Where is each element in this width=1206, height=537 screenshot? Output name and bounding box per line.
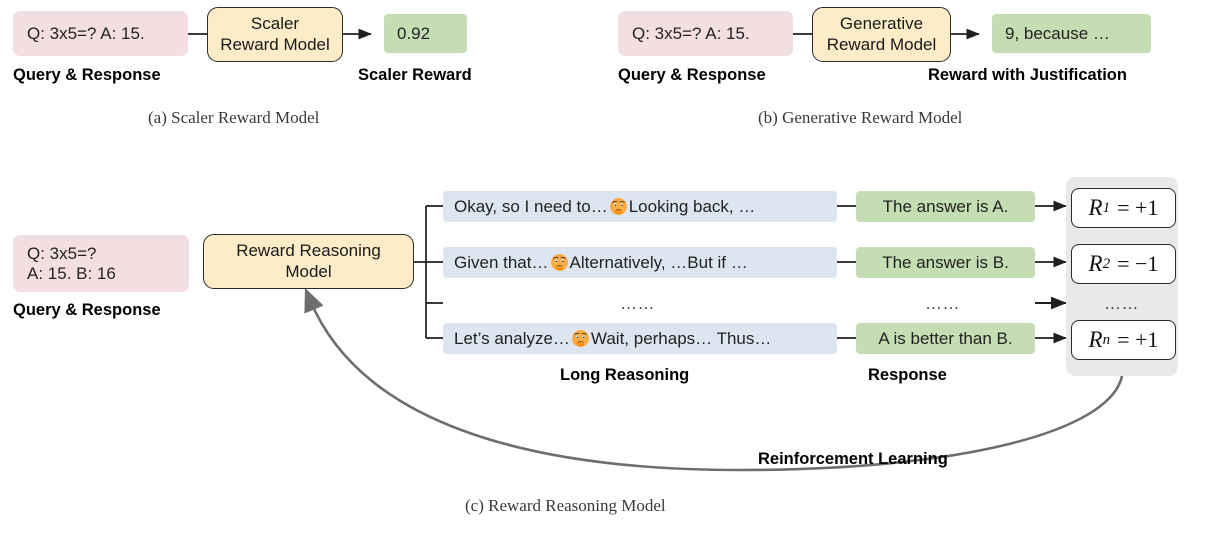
reasoning-3-pre: Let’s analyze… [454,328,570,348]
panel-a-output-text: 0.92 [397,23,431,43]
reward-1-value: = +1 [1117,195,1159,220]
panel-c-input-line1: Q: 3x5=? [27,243,97,263]
panel-c-model-line1: Reward Reasoning [236,241,381,261]
panel-c-input-label: Query & Response [13,301,161,319]
reasoning-box-2: Given that… Alternatively, …But if … [443,247,837,278]
reasoning-box-3: Let’s analyze… Wait, perhaps… Thus… [443,323,837,354]
thinking-face-icon [571,329,590,348]
panel-b-input-box: Q: 3x5=? A: 15. [618,11,793,56]
reinforcement-learning-label: Reinforcement Learning [758,450,948,468]
panel-b-output-text: 9, because … [1005,23,1110,43]
reward-ellipsis: …… [1104,294,1139,313]
reasoning-3-post: Wait, perhaps… Thus… [590,328,772,348]
reasoning-1-pre: Okay, so I need to… [454,196,608,216]
reward-2-symbol: R [1088,251,1103,276]
reward-3-value: = +1 [1117,327,1159,352]
response-box-2: The answer is B. [856,247,1035,278]
reward-3-symbol: R [1088,327,1103,352]
response-3-text: A is better than B. [878,328,1013,348]
response-1-text: The answer is A. [882,196,1009,216]
long-reasoning-label: Long Reasoning [560,366,690,384]
reward-1-symbol: R [1088,195,1103,220]
panel-c-input-box: Q: 3x5=? A: 15. B: 16 [13,235,189,292]
panel-b-model-box: Generative Reward Model [812,7,951,62]
panel-a-model-box: Scaler Reward Model [207,7,343,62]
panel-a-input-text: Q: 3x5=? A: 15. [27,23,145,43]
response-label: Response [868,366,947,384]
panel-c-model-line2: Model [285,261,332,281]
reasoning-box-1: Okay, so I need to… Looking back, … [443,191,837,222]
panel-b-caption: (b) Generative Reward Model [758,108,963,127]
panel-a-model-line2: Reward Model [220,34,330,54]
reward-3-subscript: n [1102,331,1111,348]
panel-c-caption: (c) Reward Reasoning Model [465,496,666,515]
panel-a-input-label: Query & Response [13,66,161,84]
panel-a-caption: (a) Scaler Reward Model [148,108,320,127]
panel-a-model-line1: Scaler [250,14,300,34]
panel-b-model-line2: Reward Model [826,34,937,54]
reward-2-value: = −1 [1117,251,1159,276]
reward-2-subscript: 2 [1102,255,1111,272]
panel-b-input-label: Query & Response [618,66,766,84]
reasoning-ellipsis: …… [620,294,655,313]
response-ellipsis: …… [925,294,960,313]
panel-b-model-line1: Generative [839,14,924,34]
response-box-3: A is better than B. [856,323,1035,354]
reasoning-2-post: Alternatively, …But if … [569,252,748,272]
reward-1-subscript: 1 [1102,199,1111,216]
panel-a-input-box: Q: 3x5=? A: 15. [13,11,188,56]
reasoning-2-pre: Given that… [454,252,549,272]
reasoning-1-post: Looking back, … [628,196,756,216]
panel-b-input-text: Q: 3x5=? A: 15. [632,23,750,43]
thinking-face-icon [550,253,569,272]
response-2-text: The answer is B. [882,252,1009,272]
panel-a-output-label: Scaler Reward [358,66,472,84]
response-box-1: The answer is A. [856,191,1035,222]
thinking-face-icon [609,197,628,216]
panel-b-output-box: 9, because … [992,14,1151,53]
panel-a-output-box: 0.92 [384,14,467,53]
panel-b-output-label: Reward with Justification [928,66,1127,84]
panel-c-model-box: Reward Reasoning Model [203,234,414,289]
panel-c-input-line2: A: 15. B: 16 [27,263,116,283]
